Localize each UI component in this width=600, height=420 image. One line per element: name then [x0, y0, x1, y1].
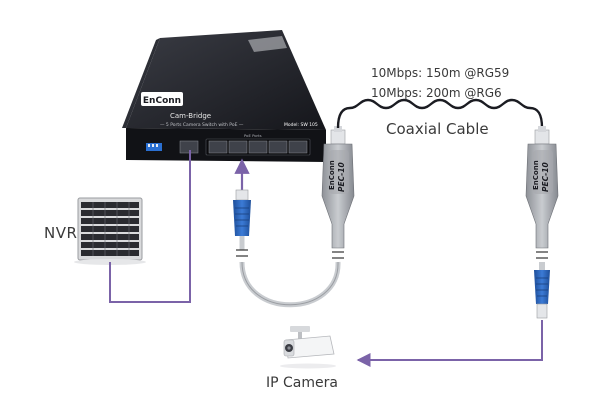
ethernet-cable	[239, 261, 341, 308]
poe-switch-device	[122, 30, 326, 162]
coaxial-cable-label: Coaxial Cable	[386, 120, 489, 138]
switch-model-name: Cam-Bridge	[170, 112, 211, 120]
right-extender-model: PEC-10	[541, 162, 550, 192]
left-extender-model: PEC-10	[337, 162, 346, 192]
switch-brand-logo: EnConn	[143, 96, 181, 106]
switch-ports-label: PoE Ports	[244, 133, 262, 138]
left-rj45-plug	[233, 158, 251, 236]
speed-rg6-label: 10Mbps: 200m @RG6	[371, 86, 502, 100]
ip-camera-icon	[280, 326, 336, 369]
switch-description: — 5 Ports Camera Switch with PoE —	[160, 122, 244, 128]
switch-model-number: Model: SW 105	[284, 122, 318, 128]
camera-link-arrow	[356, 320, 543, 367]
left-extender-brand: EnConn	[328, 160, 336, 190]
speed-rg59-label: 10Mbps: 150m @RG59	[371, 66, 510, 80]
nvr-rack-icon	[74, 197, 146, 265]
right-coax-extender	[525, 126, 559, 319]
right-extender-brand: EnConn	[532, 160, 540, 190]
nvr-label: NVR	[44, 224, 78, 242]
ip-camera-label: IP Camera	[266, 375, 338, 391]
coaxial-cable	[336, 98, 544, 129]
nvr-link-cable	[109, 150, 191, 303]
left-coax-extender	[321, 126, 355, 249]
